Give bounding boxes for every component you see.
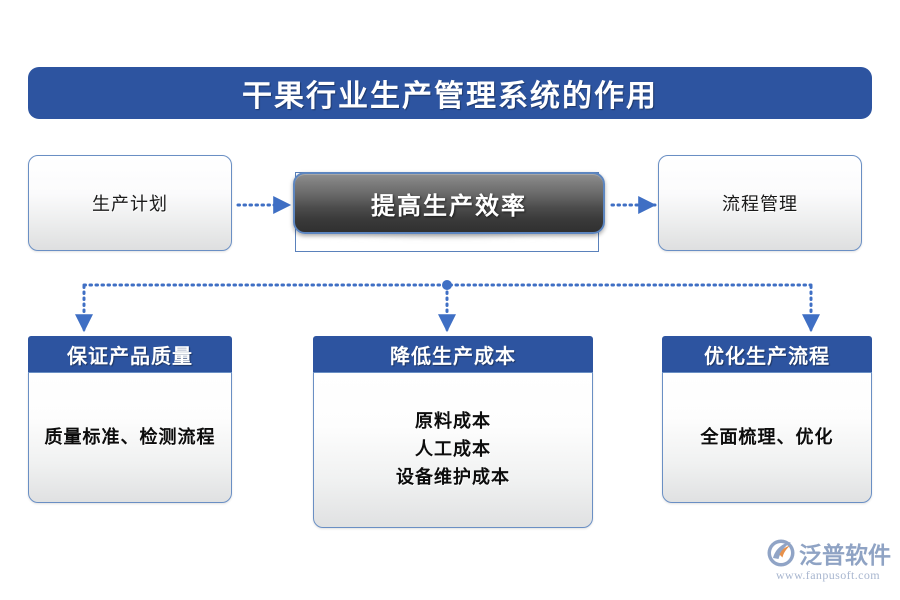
watermark-brand: 泛普软件 — [799, 543, 891, 568]
card-2-line-1: 原料成本 — [415, 411, 491, 432]
card-1-header: 保证产品质量 — [28, 336, 232, 372]
page-title: 干果行业生产管理系统的作用 — [242, 80, 658, 113]
card-2-header-label: 降低生产成本 — [390, 345, 516, 368]
card-3-line-1: 全面梳理、优化 — [700, 426, 834, 447]
card-1-line-1: 质量标准、检测流程 — [44, 426, 216, 447]
card-1-header-label: 保证产品质量 — [67, 345, 193, 368]
watermark-row: 泛普软件 — [766, 537, 891, 569]
node-center-label: 提高生产效率 — [371, 193, 527, 220]
card-3-header: 优化生产流程 — [662, 336, 872, 372]
card-3-header-label: 优化生产流程 — [704, 345, 830, 368]
card-2-header: 降低生产成本 — [313, 336, 593, 372]
fanpu-logo-icon — [766, 538, 796, 568]
node-left-label: 生产计划 — [92, 194, 168, 214]
card-2-body: 原料成本 人工成本 设备维护成本 — [313, 372, 593, 528]
card-cost-reduction[interactable]: 降低生产成本 原料成本 人工成本 设备维护成本 — [313, 336, 593, 528]
card-1-body: 质量标准、检测流程 — [28, 372, 232, 503]
page-title-banner: 干果行业生产管理系统的作用 — [28, 67, 872, 119]
node-center-improve-efficiency[interactable]: 提高生产效率 — [293, 172, 605, 234]
watermark-url: www.fanpusoft.com — [775, 568, 880, 582]
watermark-logo: 泛普软件 www.fanpusoft.com — [766, 537, 891, 587]
card-quality-assurance[interactable]: 保证产品质量 质量标准、检测流程 — [28, 336, 232, 503]
card-3-body: 全面梳理、优化 — [662, 372, 872, 503]
node-right-label: 流程管理 — [722, 194, 798, 214]
card-2-line-2: 人工成本 — [415, 439, 491, 460]
node-left-production-plan[interactable]: 生产计划 — [28, 155, 232, 251]
node-right-process-management[interactable]: 流程管理 — [658, 155, 862, 251]
branch-junction-dot — [442, 280, 452, 290]
card-process-optimization[interactable]: 优化生产流程 全面梳理、优化 — [662, 336, 872, 503]
card-2-line-3: 设备维护成本 — [396, 466, 510, 487]
